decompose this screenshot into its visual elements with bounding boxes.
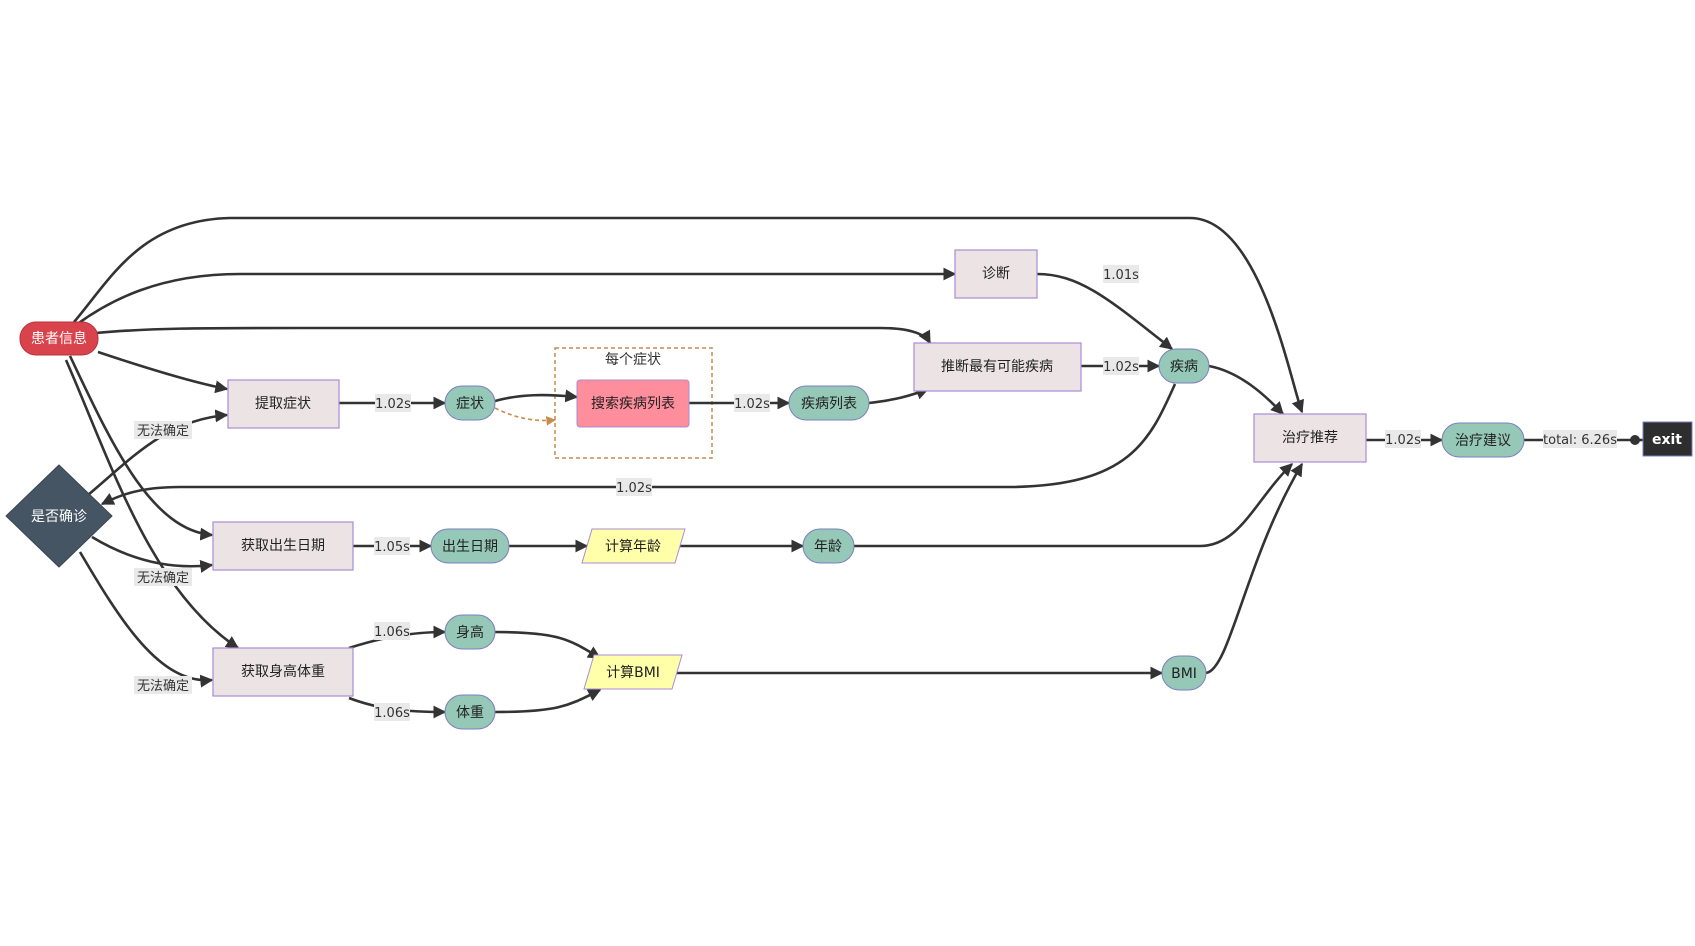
node-weight[interactable]: 体重: [444, 694, 496, 730]
svg-text:体重: 体重: [456, 705, 484, 721]
label-height-time: 1.06s: [374, 625, 410, 640]
node-height[interactable]: 身高: [444, 614, 496, 650]
label-disease-confirm-time: 1.02s: [616, 481, 652, 496]
svg-text:身高: 身高: [456, 624, 484, 641]
edge-disease-to-treatment: [1208, 364, 1284, 415]
svg-text:患者信息: 患者信息: [31, 330, 87, 347]
node-disease[interactable]: 疾病: [1158, 348, 1210, 384]
edge-disease-to-confirm: [100, 383, 1177, 506]
edge-height-to-bmi: [494, 630, 602, 660]
node-search-disease-list[interactable]: 搜索疾病列表: [576, 379, 690, 428]
node-extract-symptoms[interactable]: 提取症状: [227, 379, 340, 429]
svg-text:出生日期: 出生日期: [442, 539, 498, 555]
node-calc-age[interactable]: 计算年龄: [581, 528, 686, 564]
edge-patient-to-infer: [95, 326, 932, 345]
svg-text:推断最有可能疾病: 推断最有可能疾病: [941, 359, 1053, 375]
edge-confirm-to-extract: [87, 409, 229, 496]
edge-patient-to-hw: [64, 359, 240, 650]
node-bmi[interactable]: BMI: [1161, 655, 1207, 691]
edge-symptom-to-search: [494, 389, 579, 403]
edge-diagnosis-to-disease: [1036, 272, 1174, 351]
label-total-time: total: 6.26s: [1543, 433, 1617, 448]
svg-text:提取症状: 提取症状: [255, 396, 311, 412]
svg-text:计算年龄: 计算年龄: [605, 539, 661, 555]
node-treatment-advice[interactable]: 治疗建议: [1441, 422, 1525, 458]
node-diagnosis[interactable]: 诊断: [954, 249, 1038, 299]
node-calc-bmi[interactable]: 计算BMI: [583, 654, 683, 690]
edge-weight-to-bmi: [494, 688, 602, 714]
cluster-title: 每个症状: [605, 352, 661, 368]
label-search-time: 1.02s: [734, 397, 770, 412]
edge-patient-to-treatment: [73, 216, 1304, 414]
svg-text:治疗建议: 治疗建议: [1455, 433, 1511, 449]
node-is-confirmed[interactable]: 是否确诊: [5, 464, 113, 568]
svg-text:exit: exit: [1652, 432, 1682, 448]
edge-labels: 1.02s 1.02s 1.01s 1.02s 1.02s 无法确定 无法确定 …: [134, 265, 1617, 721]
edge-confirm-to-hw: [78, 551, 214, 688]
svg-text:疾病列表: 疾病列表: [801, 396, 857, 412]
node-get-birthdate[interactable]: 获取出生日期: [212, 521, 354, 571]
label-infer-time: 1.02s: [1103, 360, 1139, 375]
edge-bmi-to-treatment: [1205, 462, 1304, 675]
label-treatment-time: 1.02s: [1385, 433, 1421, 448]
svg-text:症状: 症状: [456, 396, 484, 412]
node-exit[interactable]: exit: [1642, 421, 1693, 457]
node-symptom[interactable]: 症状: [444, 385, 496, 421]
label-uncertain-1: 无法确定: [137, 424, 189, 439]
edge-patient-to-diagnosis: [75, 267, 957, 327]
edge-age-to-treatment: [854, 463, 1293, 548]
svg-text:诊断: 诊断: [982, 266, 1010, 282]
edge-confirm-to-birthdate: [91, 535, 214, 573]
svg-text:疾病: 疾病: [1170, 359, 1198, 375]
svg-text:治疗推荐: 治疗推荐: [1282, 430, 1338, 446]
svg-text:搜索疾病列表: 搜索疾病列表: [591, 395, 675, 412]
label-uncertain-2: 无法确定: [137, 571, 189, 586]
label-weight-time: 1.06s: [374, 706, 410, 721]
label-extract-time: 1.02s: [375, 397, 411, 412]
node-age[interactable]: 年龄: [802, 528, 855, 564]
edges: [64, 216, 1643, 719]
node-birthdate[interactable]: 出生日期: [430, 528, 510, 564]
node-patient-info[interactable]: 患者信息: [19, 321, 99, 356]
edge-patient-to-extract: [97, 350, 229, 394]
node-treatment-recommend[interactable]: 治疗推荐: [1253, 413, 1367, 463]
svg-text:获取身高体重: 获取身高体重: [241, 663, 325, 680]
svg-text:获取出生日期: 获取出生日期: [241, 538, 325, 554]
svg-text:BMI: BMI: [1171, 666, 1197, 682]
node-disease-list[interactable]: 疾病列表: [788, 385, 870, 421]
svg-text:计算BMI: 计算BMI: [606, 665, 660, 681]
label-uncertain-3: 无法确定: [137, 679, 189, 694]
svg-text:是否确诊: 是否确诊: [31, 509, 87, 525]
label-diagnosis-time: 1.01s: [1103, 268, 1139, 283]
label-birthdate-time: 1.05s: [374, 540, 410, 555]
svg-text:年龄: 年龄: [814, 539, 842, 555]
edge-symptom-to-search-dashed: [494, 407, 556, 426]
edge-patient-to-birthdate: [68, 355, 214, 541]
node-get-height-weight[interactable]: 获取身高体重: [212, 647, 354, 697]
node-infer-disease[interactable]: 推断最有可能疾病: [913, 342, 1082, 392]
